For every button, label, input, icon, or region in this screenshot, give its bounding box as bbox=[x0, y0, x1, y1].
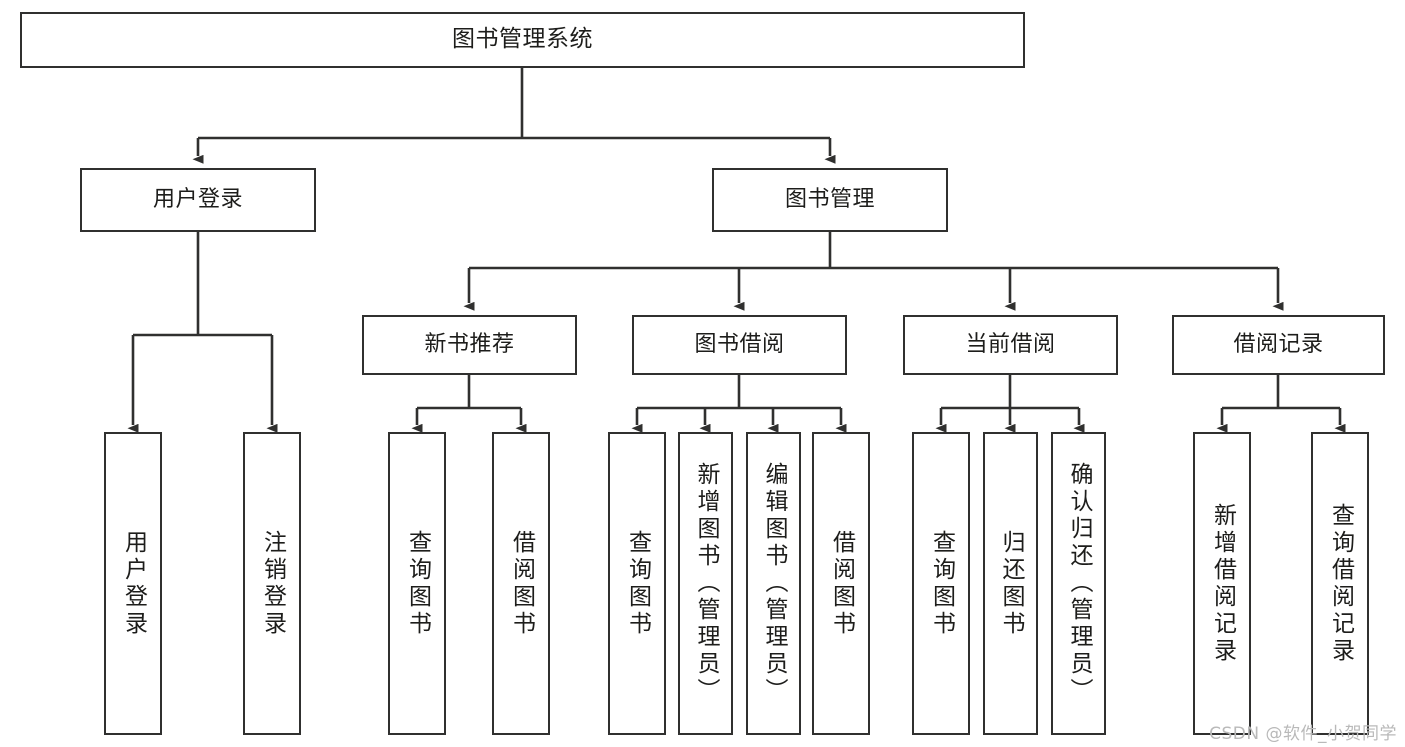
node-new-book-recommend[interactable]: 新书推荐 bbox=[362, 315, 577, 375]
leaf-borrow-records-query-record[interactable]: 查询借阅记录 bbox=[1311, 432, 1369, 735]
node-label: 图书借阅 bbox=[694, 331, 785, 357]
node-label: 注销登录 bbox=[259, 529, 286, 638]
node-label: 当前借阅 bbox=[965, 331, 1056, 357]
node-label: 借阅记录 bbox=[1233, 331, 1324, 357]
node-book-management[interactable]: 图书管理 bbox=[712, 168, 948, 232]
leaf-book-borrow-add-book-admin[interactable]: 新增图书（管理员） bbox=[678, 432, 733, 735]
node-label: 新增图书（管理员） bbox=[693, 462, 719, 705]
leaf-new-book-query-book[interactable]: 查询图书 bbox=[388, 432, 446, 735]
node-label: 确认归还（管理员） bbox=[1066, 462, 1092, 705]
leaf-borrow-records-add-record[interactable]: 新增借阅记录 bbox=[1193, 432, 1251, 735]
node-label: 图书管理系统 bbox=[452, 26, 593, 53]
node-root-book-management-system[interactable]: 图书管理系统 bbox=[20, 12, 1025, 68]
leaf-book-borrow-borrow-book[interactable]: 借阅图书 bbox=[812, 432, 870, 735]
leaf-current-borrow-query-book[interactable]: 查询图书 bbox=[912, 432, 970, 735]
node-label: 查询图书 bbox=[928, 529, 955, 638]
node-label: 查询借阅记录 bbox=[1327, 502, 1354, 665]
node-label: 新增借阅记录 bbox=[1209, 502, 1236, 665]
csdn-watermark: CSDN @软件_小贺同学 bbox=[1209, 724, 1397, 744]
node-label: 查询图书 bbox=[624, 529, 651, 638]
leaf-book-borrow-edit-book-admin[interactable]: 编辑图书（管理员） bbox=[746, 432, 801, 735]
node-current-borrow[interactable]: 当前借阅 bbox=[903, 315, 1118, 375]
leaf-user-login-login[interactable]: 用户登录 bbox=[104, 432, 162, 735]
node-label: 编辑图书（管理员） bbox=[761, 462, 787, 705]
leaf-new-book-borrow-book[interactable]: 借阅图书 bbox=[492, 432, 550, 735]
node-label: 用户登录 bbox=[152, 186, 243, 212]
node-user-login[interactable]: 用户登录 bbox=[80, 168, 316, 232]
leaf-current-borrow-return-book[interactable]: 归还图书 bbox=[983, 432, 1038, 735]
node-label: 用户登录 bbox=[120, 529, 147, 638]
node-label: 借阅图书 bbox=[828, 529, 855, 638]
node-label: 新书推荐 bbox=[424, 331, 515, 357]
node-label: 查询图书 bbox=[404, 529, 431, 638]
node-borrow-records[interactable]: 借阅记录 bbox=[1172, 315, 1385, 375]
leaf-book-borrow-query-book[interactable]: 查询图书 bbox=[608, 432, 666, 735]
leaf-user-login-logout[interactable]: 注销登录 bbox=[243, 432, 301, 735]
node-book-borrow[interactable]: 图书借阅 bbox=[632, 315, 847, 375]
node-label: 归还图书 bbox=[998, 529, 1024, 638]
node-label: 图书管理 bbox=[784, 186, 875, 212]
leaf-current-borrow-confirm-return-admin[interactable]: 确认归还（管理员） bbox=[1051, 432, 1106, 735]
node-label: 借阅图书 bbox=[508, 529, 535, 638]
